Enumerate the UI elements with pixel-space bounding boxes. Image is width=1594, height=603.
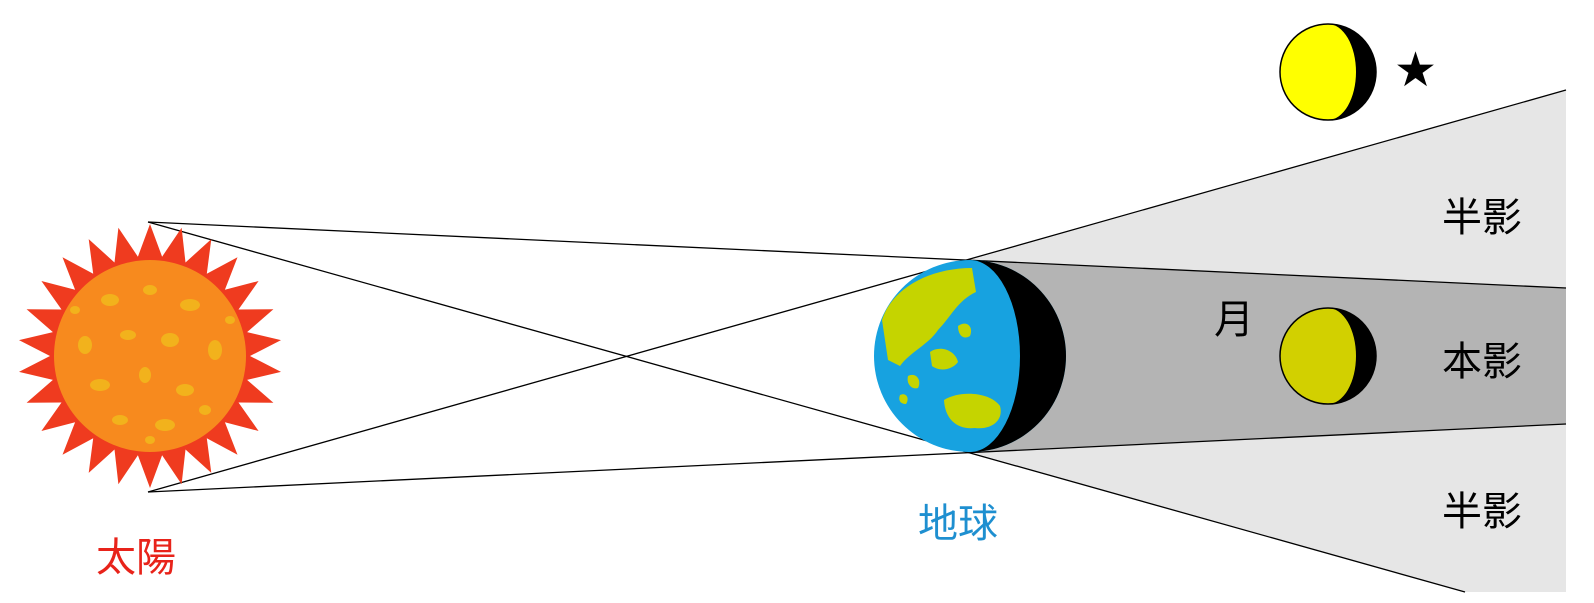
penumbra-upper-label: 半影	[1442, 198, 1522, 238]
moon-icon	[1280, 24, 1376, 120]
star-icon: ★	[1394, 46, 1437, 94]
earth-label: 地球	[918, 504, 998, 544]
eclipsed-moon-icon	[1280, 308, 1376, 404]
umbra-label: 本影	[1442, 342, 1522, 382]
penumbra-lower-label: 半影	[1442, 492, 1522, 532]
moon-label: 月	[1214, 300, 1254, 340]
sun-icon	[19, 224, 281, 488]
earth-icon	[874, 260, 1066, 452]
sun-label: 太陽	[96, 538, 176, 578]
